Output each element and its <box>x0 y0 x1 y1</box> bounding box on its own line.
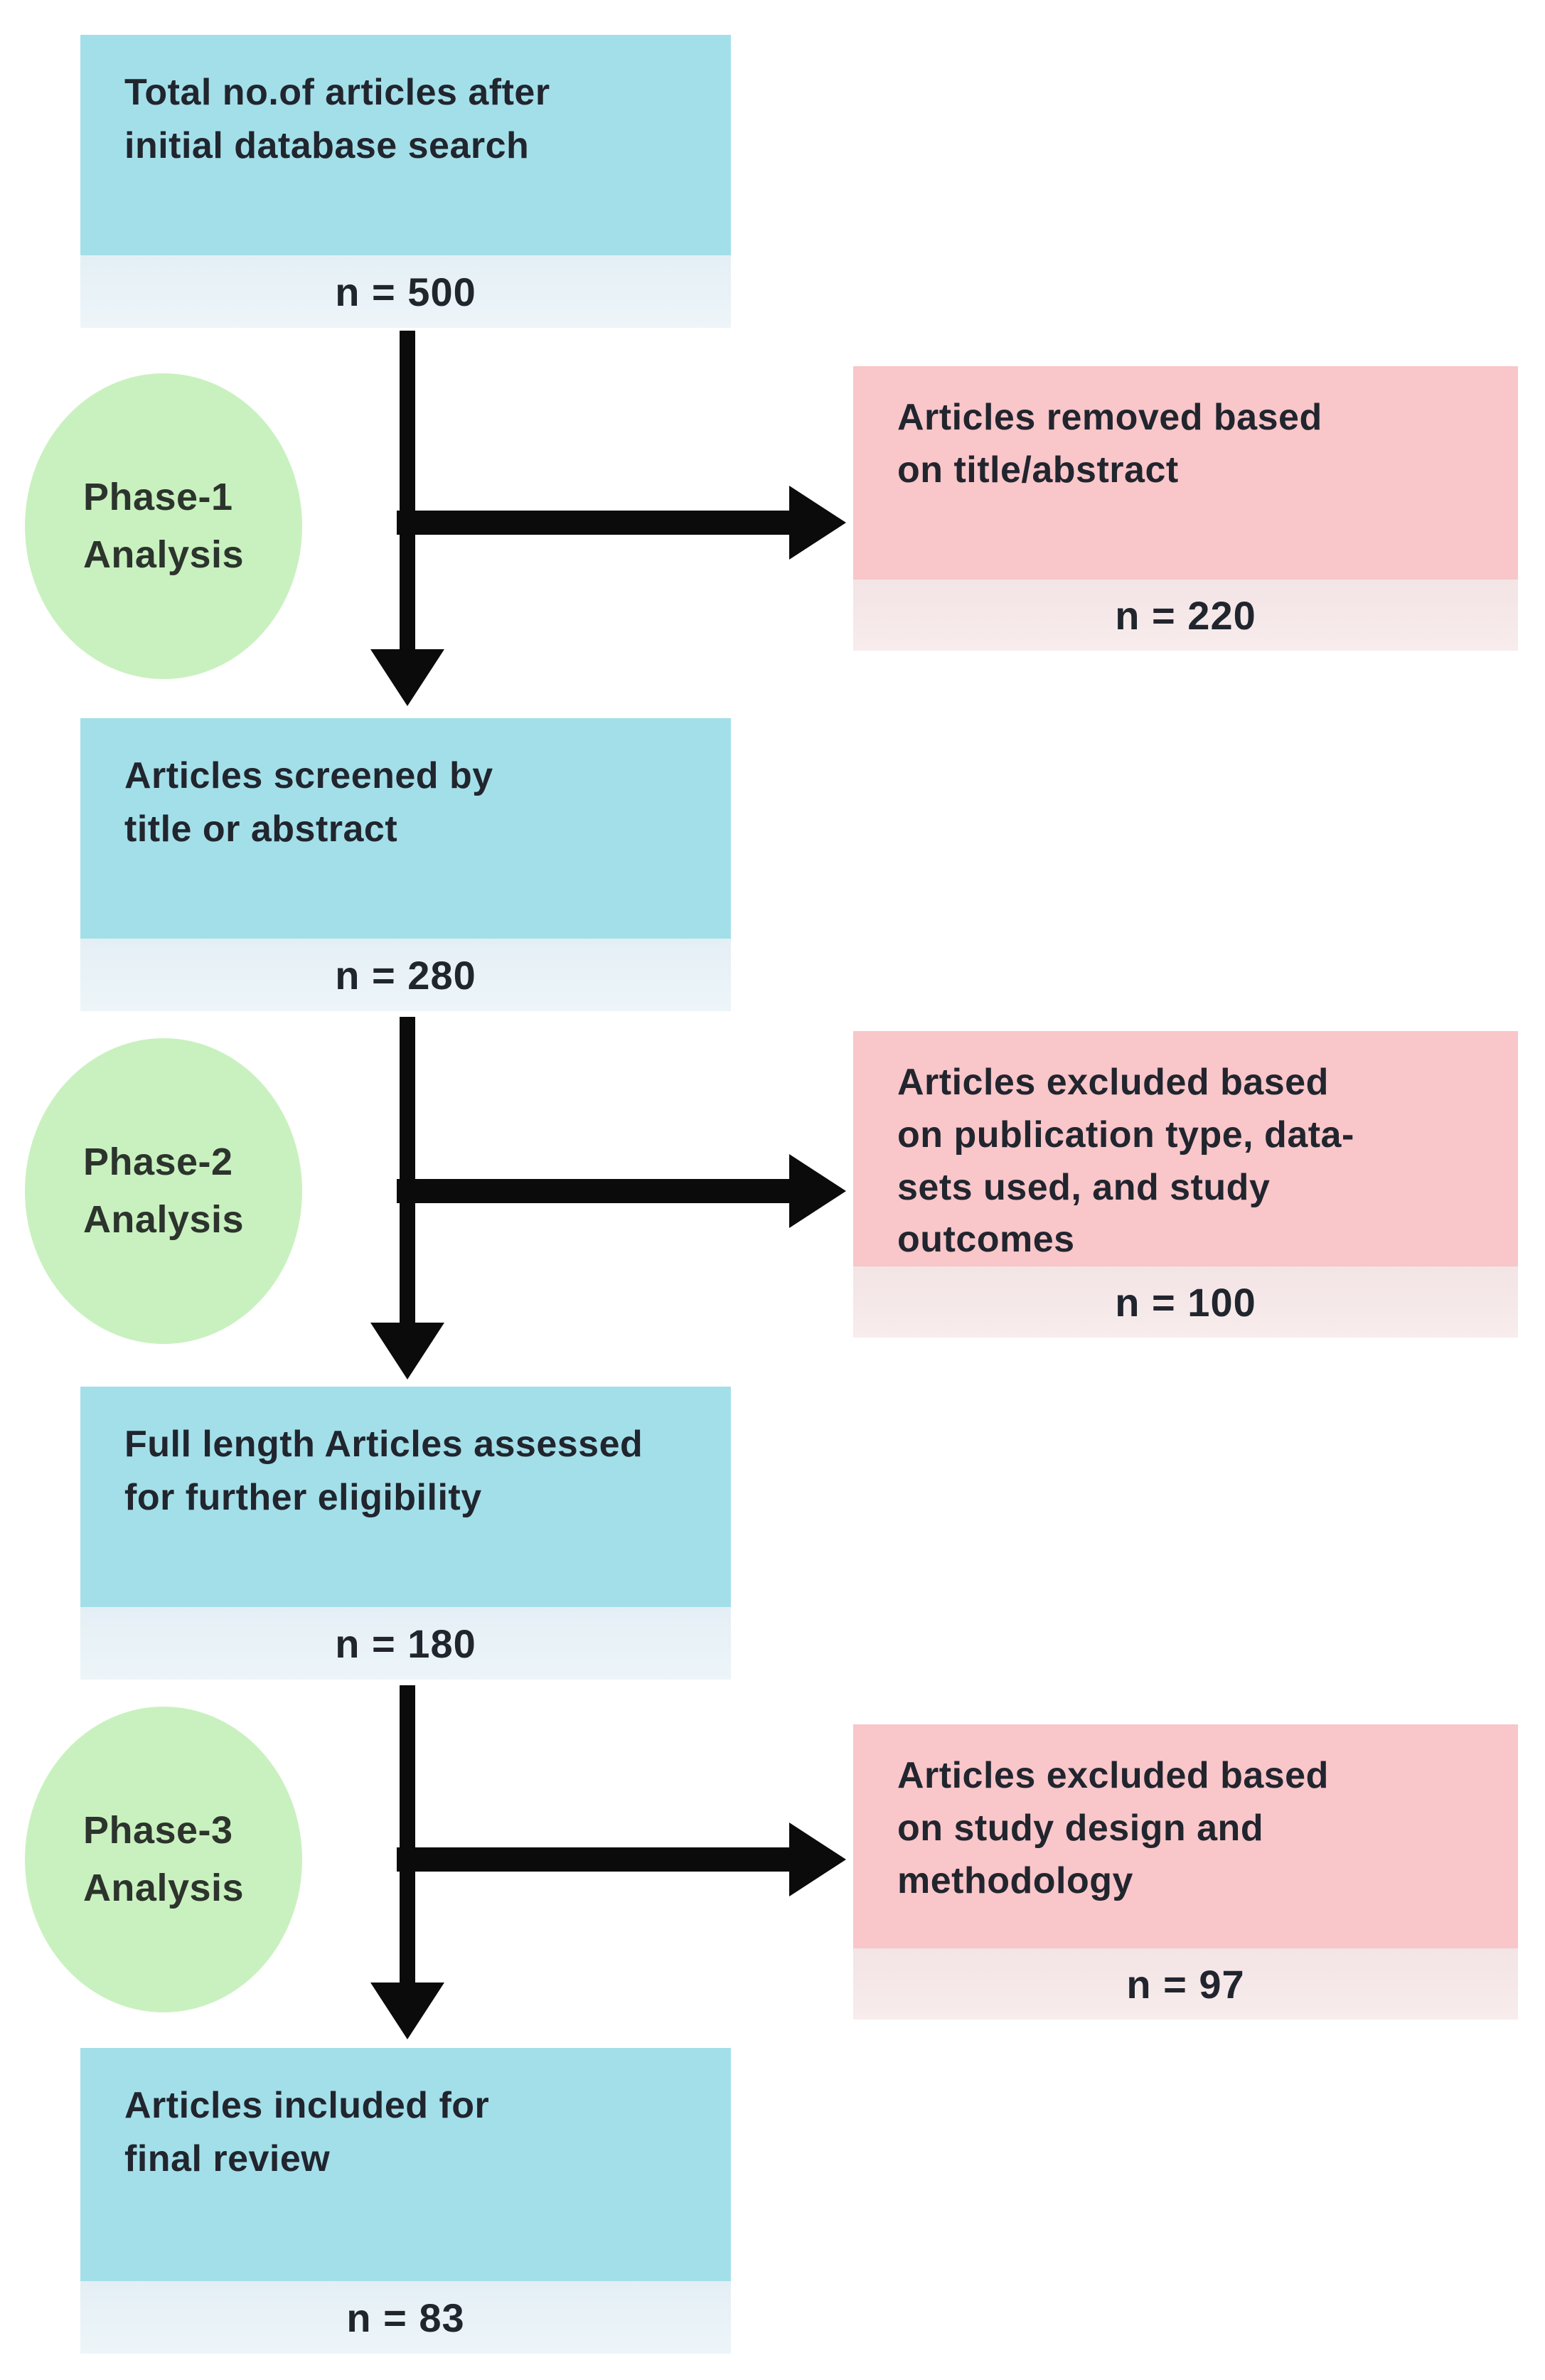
flow-box-full-length-assessed-label: Full length Articles assessed for furthe… <box>124 1424 643 1519</box>
phase-1-label: Phase-1 Analysis <box>82 476 245 576</box>
count-label: n = 220 <box>1115 592 1256 638</box>
flow-box-screened-label: Articles screened by title or abstract <box>124 755 493 850</box>
phase-3-label: Phase-3 Analysis <box>82 1809 245 1909</box>
flow-box-full-length-assessed-count-strip: n = 180 <box>80 1607 731 1680</box>
flow-box-included-final-review-count-strip: n = 83 <box>80 2281 731 2354</box>
phase-1-circle: Phase-1 Analysis <box>25 373 302 679</box>
right-arrow-2-head-icon <box>789 1154 846 1228</box>
right-arrow-1-shaft <box>397 511 791 535</box>
flow-box-excluded-study-design: Articles excluded based on study design … <box>853 1724 1518 2019</box>
flow-box-full-length-assessed: Full length Articles assessed for furthe… <box>80 1387 731 1680</box>
phase-2-circle: Phase-2 Analysis <box>25 1038 302 1344</box>
down-arrow-3-head-icon <box>370 1983 444 2039</box>
flow-box-removed-title-abstract: Articles removed based on title/abstract… <box>853 366 1518 651</box>
flow-box-excluded-study-design-count-strip: n = 97 <box>853 1948 1518 2019</box>
phase-3-circle: Phase-3 Analysis <box>25 1707 302 2012</box>
flow-box-excluded-publication-type: Articles excluded based on publication t… <box>853 1031 1518 1338</box>
flow-box-screened-count-strip: n = 280 <box>80 939 731 1011</box>
down-arrow-1-head-icon <box>370 649 444 706</box>
flow-box-initial-search-count-strip: n = 500 <box>80 255 731 328</box>
count-label: n = 180 <box>335 1621 476 1666</box>
right-arrow-3-shaft <box>397 1847 791 1872</box>
right-arrow-1-head-icon <box>789 486 846 560</box>
count-label: n = 280 <box>335 952 476 998</box>
down-arrow-2-head-icon <box>370 1323 444 1380</box>
flow-box-removed-title-abstract-label: Articles removed based on title/abstract <box>897 397 1322 491</box>
flow-box-excluded-publication-type-label: Articles excluded based on publication t… <box>897 1062 1354 1261</box>
count-label: n = 100 <box>1115 1279 1256 1325</box>
flow-box-initial-search: Total no.of articles after initial datab… <box>80 35 731 328</box>
down-arrow-2-shaft <box>400 1017 415 1324</box>
right-arrow-3-head-icon <box>789 1823 846 1896</box>
flow-box-screened: Articles screened by title or abstract n… <box>80 718 731 1011</box>
flow-box-initial-search-label: Total no.of articles after initial datab… <box>124 72 550 167</box>
flow-box-included-final-review: Articles included for final review n = 8… <box>80 2048 731 2354</box>
flow-box-removed-title-abstract-count-strip: n = 220 <box>853 580 1518 651</box>
flow-box-excluded-publication-type-count-strip: n = 100 <box>853 1266 1518 1338</box>
count-label: n = 83 <box>346 2295 465 2340</box>
down-arrow-3-shaft <box>400 1685 415 1984</box>
phase-2-label: Phase-2 Analysis <box>82 1141 245 1241</box>
count-label: n = 500 <box>335 269 476 314</box>
flow-box-included-final-review-label: Articles included for final review <box>124 2085 490 2180</box>
right-arrow-2-shaft <box>397 1179 791 1203</box>
flow-box-excluded-study-design-label: Articles excluded based on study design … <box>897 1755 1329 1901</box>
count-label: n = 97 <box>1126 1961 1245 2007</box>
down-arrow-1-shaft <box>400 331 415 651</box>
